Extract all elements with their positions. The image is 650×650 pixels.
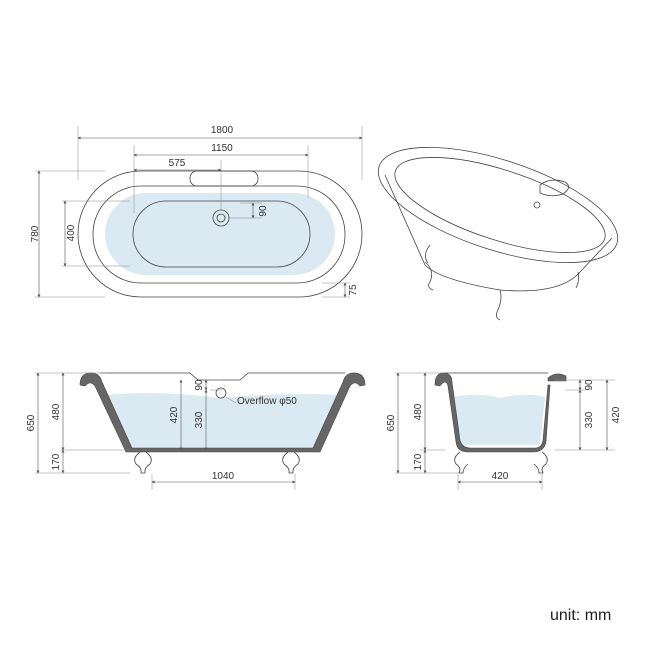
- overflow-label: Overflow φ50: [237, 396, 297, 407]
- pillow-rest: [539, 179, 569, 197]
- tub-floor: [132, 200, 311, 268]
- top-view: 1800 1150 575 780 400 90 75: [30, 125, 363, 298]
- perspective-view: [377, 146, 619, 321]
- dim-overflow-top: 90: [584, 379, 595, 391]
- side-view: 650 480 170 420 90 330 Overflow φ50 1040: [26, 372, 366, 490]
- dim-overflow-height: 330: [194, 411, 205, 428]
- dim-inner-width: 400: [66, 224, 77, 241]
- rim-line: [100, 372, 345, 381]
- dim-leg-height: 170: [51, 453, 62, 470]
- clawfoot-legs: [134, 451, 300, 474]
- dim-water-depth: 420: [169, 406, 180, 423]
- dim-depth: 480: [51, 403, 62, 420]
- drain-inner: [216, 213, 226, 223]
- dim-water-depth: 420: [611, 406, 622, 423]
- dim-inner-length: 1150: [211, 143, 233, 154]
- end-view: 650 480 170 90 330 420 420: [386, 372, 622, 490]
- dim-overflow-height: 330: [584, 411, 595, 428]
- dim-depth: 480: [413, 403, 424, 420]
- overflow-icon: [215, 387, 227, 399]
- tub-wall: [434, 372, 551, 453]
- dim-leg-span: 1040: [212, 471, 235, 482]
- dim-leg-span: 420: [492, 471, 509, 482]
- clawfoot-legs: [454, 451, 548, 474]
- water: [106, 393, 342, 450]
- dim-length: 1800: [211, 125, 234, 136]
- pillow-rest: [189, 170, 259, 187]
- water: [452, 394, 545, 445]
- unit-label: unit: mm: [550, 607, 612, 624]
- dim-height: 650: [386, 414, 397, 431]
- dim-drain-offset: 90: [258, 205, 269, 217]
- outer-rim: [377, 146, 619, 264]
- dim-width: 780: [30, 225, 41, 242]
- dim-overflow-top: 90: [194, 379, 205, 391]
- dim-height: 650: [26, 414, 37, 431]
- dim-leg-height: 170: [413, 453, 424, 470]
- clawfoot-legs: [424, 244, 580, 321]
- drain-icon: [533, 201, 541, 209]
- dim-rim: 75: [348, 284, 359, 296]
- dim-half-inner: 575: [169, 158, 186, 169]
- water-area: [105, 193, 335, 275]
- inner-rim: [394, 157, 606, 253]
